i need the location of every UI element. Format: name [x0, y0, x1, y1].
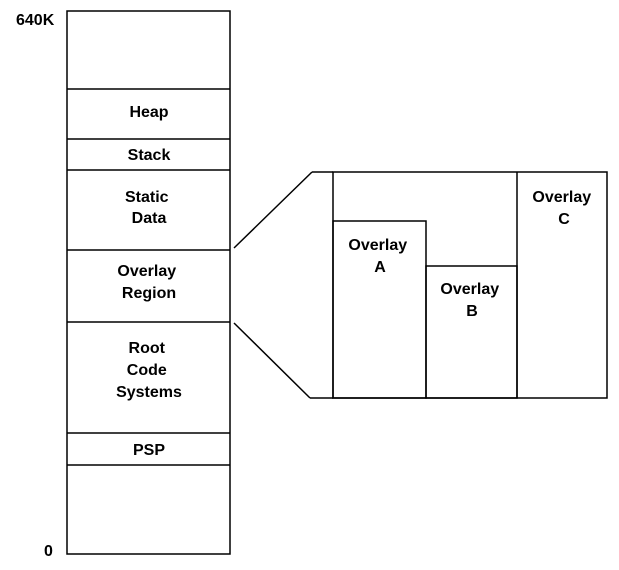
- memory-map-outline: [66, 10, 231, 555]
- segment-psp-line-1: PSP: [133, 442, 165, 459]
- segment-overlay-region-line-2: Region: [122, 285, 176, 302]
- segment-heap-line-1: Heap: [129, 104, 168, 121]
- segment-static-data-line-2: Data: [132, 210, 167, 227]
- connector-lower: [233, 322, 311, 399]
- overlay-detail: [332, 171, 608, 399]
- overlay-b-line-2: B: [466, 303, 478, 320]
- segment-static-data-line-1: Static: [125, 189, 169, 206]
- memory-map-labels: Heap Stack Static Data Overlay Region Ro…: [116, 104, 182, 459]
- overlay-a-line-1: Overlay: [348, 237, 407, 254]
- overlay-a-label: Overlay A: [348, 237, 411, 276]
- overlay-b-label: Overlay B: [440, 281, 503, 320]
- overlay-labels: Overlay A Overlay B Overlay C: [348, 189, 595, 320]
- segment-root-code-line-1: Root: [129, 340, 166, 357]
- overlay-a-line-2: A: [374, 259, 386, 276]
- overlay-b-line-1: Overlay: [440, 281, 499, 298]
- segment-static-data-label: Static Data: [125, 189, 173, 227]
- segment-overlay-region-label: Overlay Region: [117, 263, 180, 302]
- segment-root-code-line-3: Systems: [116, 384, 182, 401]
- memory-map: [66, 10, 231, 555]
- overlay-c-label: Overlay C: [532, 189, 595, 228]
- segment-psp-label: PSP: [133, 442, 165, 459]
- overlay-c-line-1: Overlay: [532, 189, 591, 206]
- segment-root-code-label: Root Code Systems: [116, 340, 182, 401]
- connector-upper: [233, 171, 313, 249]
- segment-overlay-region-line-1: Overlay: [117, 263, 176, 280]
- segment-root-code-line-2: Code: [127, 362, 167, 379]
- segment-heap-label: Heap: [129, 104, 168, 121]
- overlay-c-line-2: C: [558, 211, 570, 228]
- label-640k: 640K: [16, 12, 55, 29]
- label-zero: 0: [44, 543, 53, 560]
- segment-stack-label: Stack: [128, 147, 171, 164]
- zoom-connectors: [233, 171, 333, 399]
- segment-stack-line-1: Stack: [128, 147, 171, 164]
